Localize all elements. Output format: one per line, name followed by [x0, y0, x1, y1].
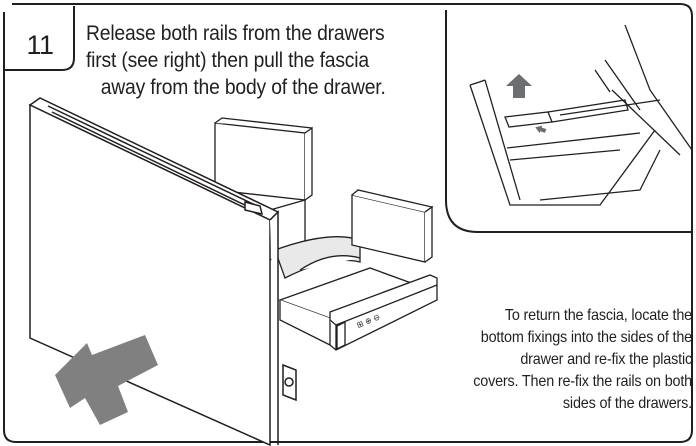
return-fascia-note: To return the fascia, locate the bottom …	[404, 305, 692, 415]
instruction-line-3: away from the body of the drawer.	[100, 76, 386, 99]
note-line-1: To return the fascia, locate the	[504, 307, 692, 324]
svg-text:⊞ ⊕ ⊖: ⊞ ⊕ ⊖	[355, 312, 381, 330]
note-line-3: drawer and re-fix the plastic	[520, 351, 692, 368]
note-line-4: covers. Then re-fix the rails on both	[473, 373, 692, 390]
note-line-5: sides of the drawers.	[562, 395, 692, 412]
small-arrow-right-icon	[535, 125, 547, 134]
arrow-up-icon	[506, 74, 532, 98]
pull-direction-arrow	[55, 335, 158, 425]
instruction-line-2: first (see right) then pull the fascia	[86, 49, 369, 72]
instruction-line-1: Release both rails from the drawers	[86, 22, 385, 45]
step-instruction: Release both rails from the drawers firs…	[86, 20, 408, 101]
note-line-2: bottom fixings into the sides of the	[480, 329, 692, 346]
fascia-panel	[28, 97, 297, 446]
detail-rail-drawing	[469, 24, 693, 206]
detail-panel-border	[445, 10, 692, 233]
step-number: 11	[26, 30, 54, 60]
drawer-labels: ⊞ ⊕ ⊖	[355, 312, 381, 330]
